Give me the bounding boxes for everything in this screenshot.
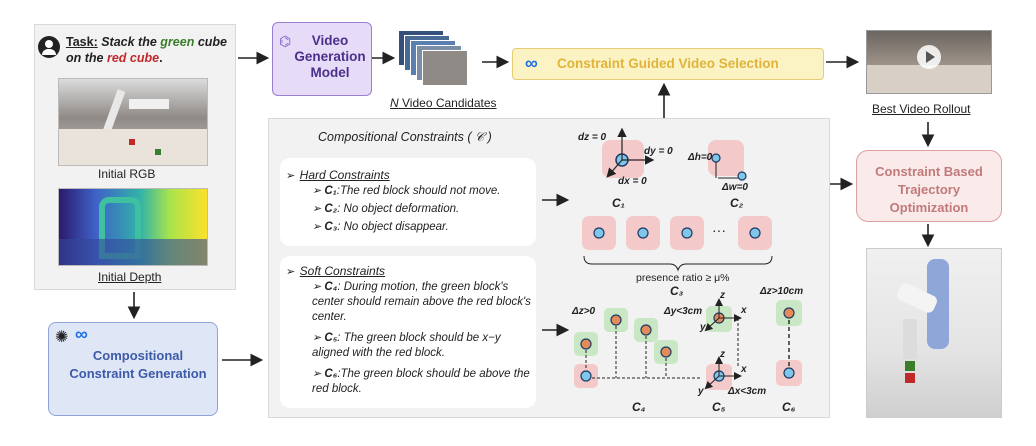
- task-text: Task: Stack the green cube on the red cu…: [66, 35, 228, 65]
- dy-3cm-label: Δy<3cm: [664, 306, 703, 317]
- c5-figure: [704, 298, 742, 390]
- hard-constraint-1: ➢ C₁:The red block should not move.: [312, 185, 501, 197]
- constraint-guided-video-selection-box: ∞ Constraint Guided Video Selection: [512, 48, 824, 80]
- user-icon: [38, 36, 60, 58]
- axis-y-bottom: y: [698, 386, 704, 397]
- dz-10cm-label: Δz>10cm: [760, 286, 804, 297]
- c6-label: C₆: [782, 400, 796, 414]
- constraint-generation-box: ✺ ∞ Compositional Constraint Generation: [48, 322, 218, 416]
- ccg-label: Compositional Constraint Generation: [69, 348, 207, 381]
- cbto-label: Constraint Based Trajectory Optimization: [875, 164, 983, 215]
- c1-label: C₁: [612, 196, 625, 210]
- dx-3cm-label: Δx<3cm: [728, 386, 767, 397]
- soft-constraint-5: ➢ C₅: The green block should be x−y alig…: [312, 332, 501, 359]
- initial-rgb-image: [58, 78, 208, 166]
- axis-z-bottom: z: [720, 349, 725, 360]
- dx-label: dx = 0: [618, 176, 647, 187]
- best-video-caption: Best Video Rollout: [872, 102, 971, 116]
- hard-constraints-heading: ➢ Hard Constraints: [286, 168, 390, 182]
- c2-label: C₂: [730, 196, 744, 210]
- video-generation-model-box: ⌬ Video Generation Model: [272, 22, 372, 96]
- play-icon: [917, 45, 941, 69]
- ellipsis: ···: [712, 222, 726, 238]
- hard-constraint-2: ➢ C₂: No object deformation.: [312, 203, 460, 215]
- axis-z-top: z: [720, 290, 725, 301]
- video-candidates-stack: [398, 30, 478, 90]
- hard-constraint-3: ➢ C₃: No object disappear.: [312, 221, 449, 233]
- c5-label: C₅: [712, 400, 726, 414]
- trajectory-optimization-box: Constraint Based Trajectory Optimization: [856, 150, 1002, 222]
- meta-icon: ∞: [75, 324, 88, 344]
- hard-constraints-card: [280, 158, 536, 246]
- robot-execution-image: [866, 248, 1002, 418]
- axis-x-top: x: [741, 305, 747, 316]
- c4-figure: [574, 308, 700, 388]
- c6-figure: [776, 300, 802, 386]
- initial-depth-image: [58, 188, 208, 266]
- dy-label: dy = 0: [644, 146, 673, 157]
- openai-icon: ✺: [55, 329, 69, 346]
- soft-constraints-card: [280, 256, 536, 408]
- c4-label: C₄: [632, 400, 646, 414]
- c3-blocks: [582, 216, 772, 250]
- soft-constraint-4: ➢ C₄: During motion, the green block's c…: [312, 281, 531, 323]
- dw-label: Δw=0: [722, 182, 748, 193]
- axis-y-top: y: [700, 322, 706, 333]
- best-video-image: [866, 30, 992, 94]
- soft-constraints-heading: ➢ Soft Constraints: [286, 264, 386, 278]
- soft-constraint-6: ➢ C₆:The green block should be above the…: [312, 368, 530, 395]
- initial-depth-caption: Initial Depth: [98, 270, 162, 284]
- presence-ratio-label: presence ratio ≥ μ%: [636, 272, 730, 284]
- video-generation-model-label: Video Generation Model: [294, 33, 366, 80]
- model-logo-icon: ⌬: [279, 33, 292, 49]
- dh-label: Δh=0: [688, 152, 713, 163]
- initial-rgb-caption: Initial RGB: [98, 167, 156, 181]
- dz-label: dz = 0: [578, 132, 607, 143]
- meta-icon: ∞: [525, 53, 538, 73]
- constraints-title: Compositional Constraints ( 𝒞 ): [318, 130, 492, 144]
- cgvs-label: Constraint Guided Video Selection: [557, 56, 779, 71]
- c2-block: [708, 140, 744, 176]
- c3-label: C₃: [670, 284, 684, 298]
- dz-positive-label: Δz>0: [572, 306, 596, 317]
- axis-x-bottom: x: [741, 364, 747, 375]
- video-candidates-caption: N Video Candidates: [390, 96, 497, 110]
